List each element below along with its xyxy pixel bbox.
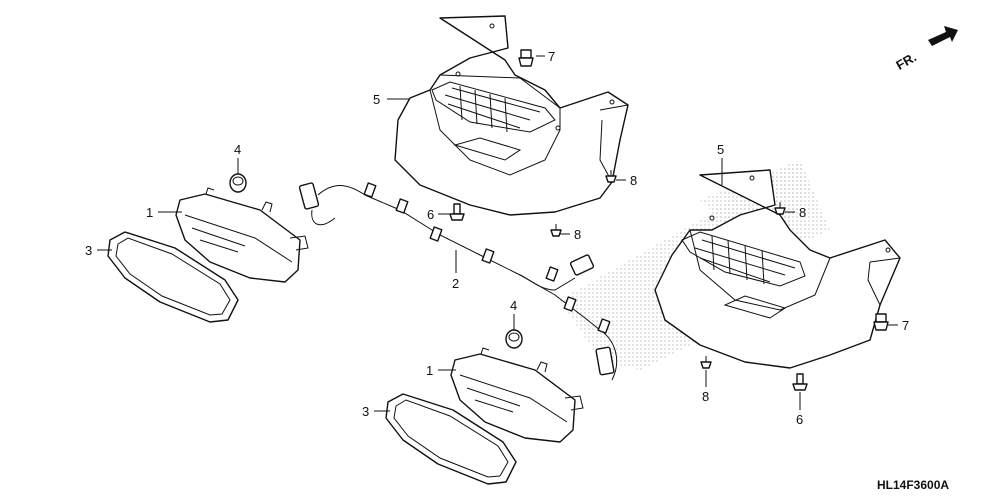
bolt-6-right: [792, 373, 808, 391]
callout-6-right: 6: [796, 412, 803, 427]
callout-4-lower: 4: [510, 298, 517, 313]
callout-8-a: 8: [630, 173, 637, 188]
callout-1-left: 1: [146, 205, 153, 220]
tail-light-lower: [450, 347, 584, 443]
callout-6-left: 6: [427, 207, 434, 222]
diagram-code: HL14F3600A: [877, 478, 949, 492]
callout-3-lower: 3: [362, 404, 369, 419]
screw-8-d: [700, 356, 712, 369]
callout-8-d: 8: [702, 389, 709, 404]
wire-harness: [298, 182, 618, 381]
screw-8-c: [774, 202, 786, 215]
rear-cowl-left: [394, 15, 629, 216]
grommet-left: [229, 173, 247, 193]
callout-4-left: 4: [234, 142, 241, 157]
lens-gasket-lower: [385, 393, 517, 485]
rear-cowl-right: [654, 169, 901, 369]
push-clip-7-upper: [518, 49, 534, 67]
screw-8-b: [550, 224, 562, 237]
callout-1-lower: 1: [426, 363, 433, 378]
front-direction-label: FR.: [893, 49, 919, 72]
grommet-lower: [505, 329, 523, 349]
callout-8-c: 8: [799, 205, 806, 220]
callout-8-b: 8: [574, 227, 581, 242]
callout-5-right: 5: [717, 142, 724, 157]
callout-3-left: 3: [85, 243, 92, 258]
lens-gasket-left: [107, 231, 239, 323]
callout-7-upper: 7: [548, 49, 555, 64]
leader-lines: [97, 55, 898, 412]
screw-8-a: [605, 170, 617, 183]
push-clip-7-right: [873, 313, 889, 331]
front-direction-arrow-icon: [928, 26, 958, 46]
bolt-6-left: [449, 203, 465, 221]
callout-7-right: 7: [902, 318, 909, 333]
callout-2-harness: 2: [452, 276, 459, 291]
tail-light-left: [175, 187, 309, 283]
callout-5-left: 5: [373, 92, 380, 107]
